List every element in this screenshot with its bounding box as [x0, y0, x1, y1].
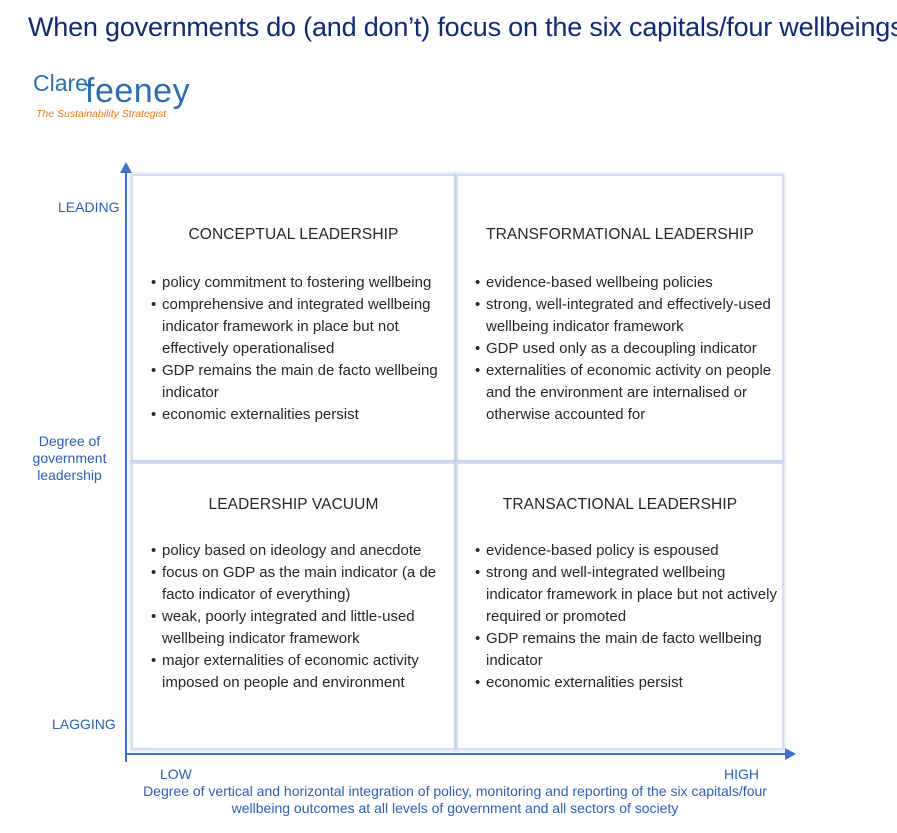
list-item: GDP remains the main de facto wellbeing …	[151, 360, 450, 404]
clare-feeney-logo: Clare feeney The Sustainability Strategi…	[33, 70, 223, 130]
quadrant-transformational-leadership: TRANSFORMATIONAL LEADERSHIP evidence-bas…	[456, 174, 784, 462]
y-axis-lagging-label: LAGGING	[52, 716, 116, 732]
quadrant-heading: LEADERSHIP VACUUM	[208, 496, 379, 513]
logo-feeney-text: feeney	[85, 72, 191, 110]
x-axis-low-label: LOW	[160, 766, 192, 782]
list-item: comprehensive and integrated wellbeing i…	[151, 294, 450, 360]
quadrant-bullet-list: policy commitment to fostering wellbeing…	[151, 272, 450, 426]
list-item: economic externalities persist	[475, 672, 778, 694]
list-item: GDP remains the main de facto wellbeing …	[475, 628, 778, 672]
list-item: GDP used only as a decoupling indicator	[475, 338, 778, 360]
list-item: policy based on ideology and anecdote	[151, 540, 450, 562]
logo-tagline: The Sustainability Strategist	[36, 108, 167, 120]
list-item: major externalities of economic activity…	[151, 650, 450, 694]
x-axis-title: Degree of vertical and horizontal integr…	[143, 783, 767, 816]
x-axis-arrow-icon	[785, 748, 796, 760]
list-item: weak, poorly integrated and little-used …	[151, 606, 450, 650]
logo-clare-text: Clare	[33, 70, 88, 96]
x-axis-line	[125, 753, 788, 755]
list-item: strong, well-integrated and effectively-…	[475, 294, 778, 338]
list-item: evidence-based wellbeing policies	[475, 272, 778, 294]
y-axis-leading-label: LEADING	[58, 199, 120, 215]
list-item: policy commitment to fostering wellbeing	[151, 272, 450, 294]
list-item: focus on GDP as the main indicator (a de…	[151, 562, 450, 606]
list-item: externalities of economic activity on pe…	[475, 360, 778, 426]
quadrant-bullet-list: policy based on ideology and anecdote fo…	[151, 540, 450, 694]
list-item: strong and well-integrated wellbeing ind…	[475, 562, 778, 628]
quadrant-heading: TRANSACTIONAL LEADERSHIP	[502, 496, 738, 513]
quadrant-conceptual-leadership: CONCEPTUAL LEADERSHIP policy commitment …	[131, 174, 456, 462]
quadrant-heading: CONCEPTUAL LEADERSHIP	[188, 226, 399, 243]
x-axis-high-label: HIGH	[724, 766, 759, 782]
quadrant-leadership-vacuum: LEADERSHIP VACUUM policy based on ideolo…	[131, 462, 456, 750]
y-axis-line	[125, 170, 127, 762]
quadrant-bullet-list: evidence-based wellbeing policies strong…	[475, 272, 778, 426]
list-item: economic externalities persist	[151, 404, 450, 426]
quadrant-heading: TRANSFORMATIONAL LEADERSHIP	[486, 226, 754, 243]
quadrant-bullet-list: evidence-based policy is espoused strong…	[475, 540, 778, 694]
y-axis-arrow-icon	[120, 162, 132, 173]
y-axis-title: Degree of government leadership	[32, 433, 107, 483]
list-item: evidence-based policy is espoused	[475, 540, 778, 562]
page-title: When governments do (and don’t) focus on…	[28, 12, 897, 42]
quadrant-transactional-leadership: TRANSACTIONAL LEADERSHIP evidence-based …	[456, 462, 784, 750]
